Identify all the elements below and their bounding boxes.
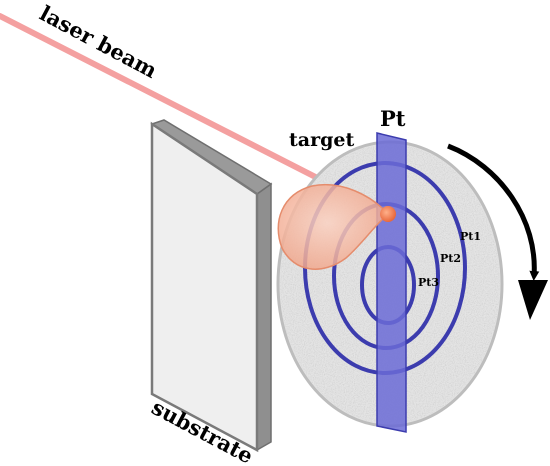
label-pt3: Pt3: [418, 276, 439, 289]
label-pt1: Pt1: [460, 230, 481, 243]
rotation-arrowhead-icon: [518, 280, 548, 320]
plasma-plume: [277, 184, 390, 270]
clockwise-rotation-arrow-icon: [447, 143, 540, 281]
label-target: target: [289, 129, 354, 151]
laser-spot: [380, 206, 396, 222]
label-pt2: Pt2: [440, 252, 461, 265]
substrate-face: [150, 121, 259, 453]
pt-strip: [376, 132, 407, 433]
label-pt: Pt: [380, 106, 406, 131]
substrate-side-edge: [256, 182, 272, 452]
substrate: [150, 119, 273, 453]
